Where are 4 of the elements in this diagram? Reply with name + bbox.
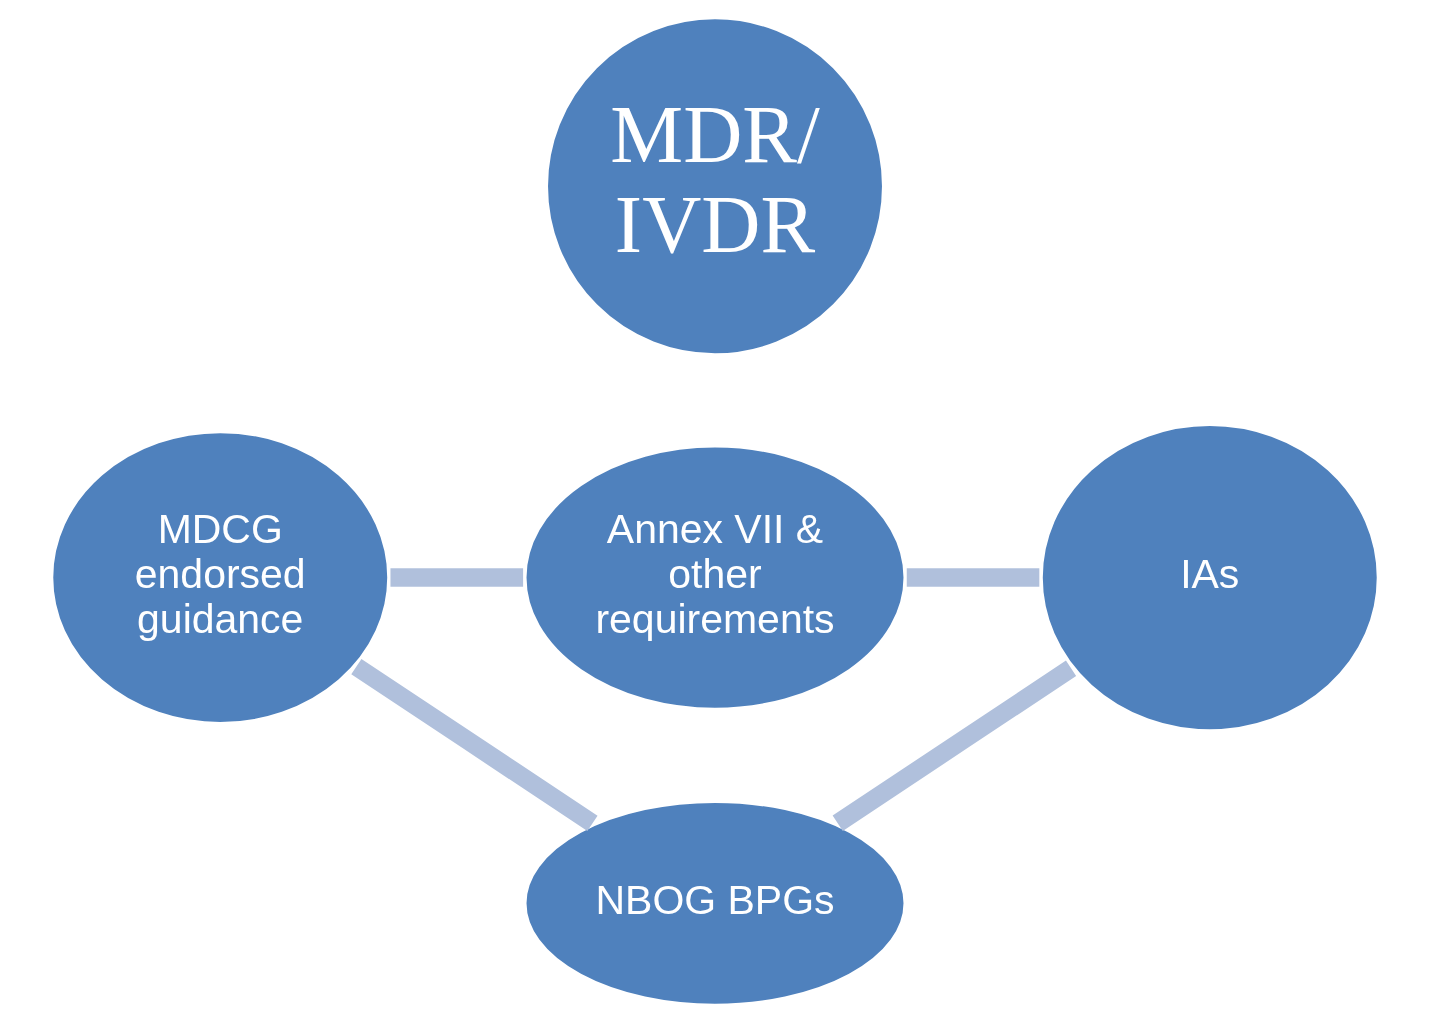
connector: [906, 568, 1039, 587]
connector: [389, 568, 523, 587]
connector: [350, 658, 598, 831]
connector: [832, 660, 1076, 831]
